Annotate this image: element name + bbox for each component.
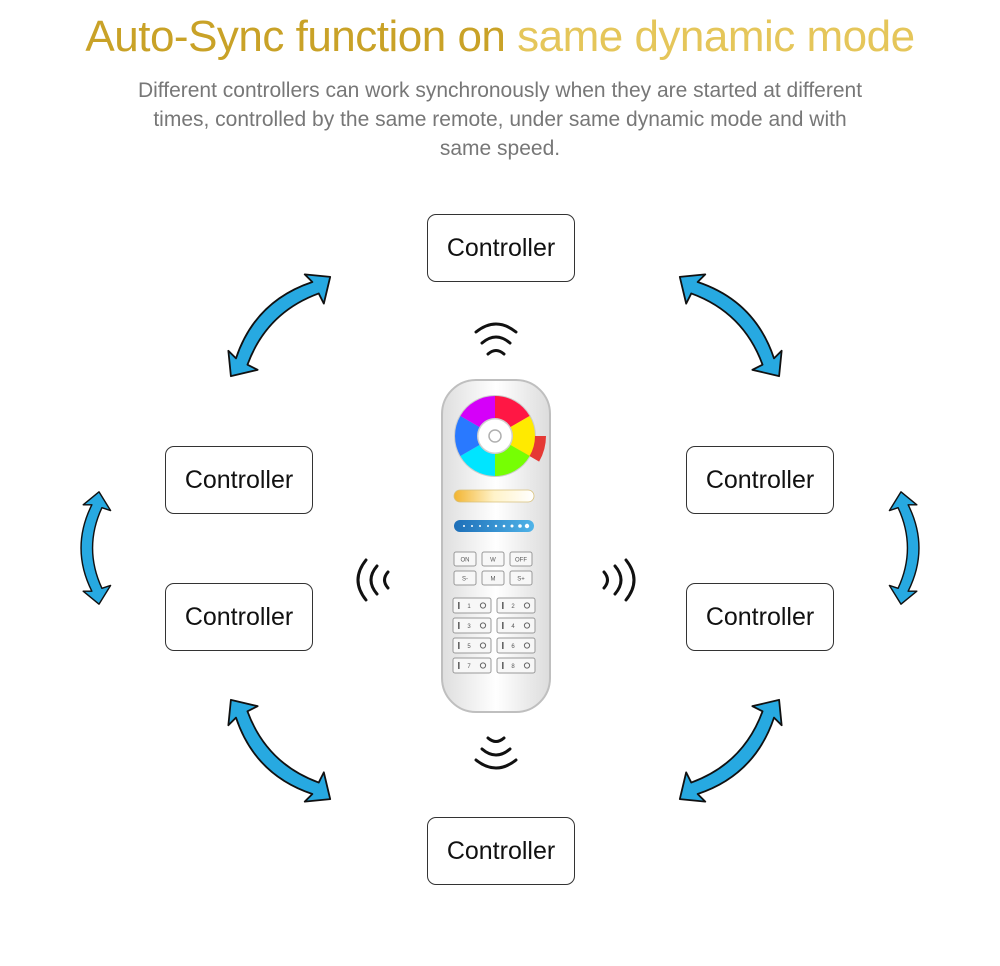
controller-bottom: Controller [427, 817, 575, 885]
controller-right-upper: Controller [686, 446, 834, 514]
svg-text:S+: S+ [517, 577, 525, 583]
double-arrow-icon [214, 260, 342, 388]
svg-text:OFF: OFF [515, 558, 527, 564]
svg-text:1: 1 [467, 604, 471, 610]
svg-text:2: 2 [511, 604, 515, 610]
controller-left-upper: Controller [165, 446, 313, 514]
double-arrow-icon [80, 491, 112, 605]
svg-text:8: 8 [511, 664, 515, 670]
page-title: Auto-Sync function on same dynamic mode [0, 12, 1000, 62]
button-grid [452, 551, 536, 674]
double-arrow-icon [668, 688, 796, 816]
svg-text:6: 6 [511, 644, 515, 650]
subtitle: Different controllers can work synchrono… [137, 79, 863, 160]
wifi-signal-icon [474, 736, 518, 770]
svg-text:4: 4 [511, 624, 515, 630]
svg-text:W: W [490, 558, 496, 564]
svg-text:5: 5 [467, 644, 471, 650]
color-wheel [444, 385, 546, 487]
svg-text:ON: ON [461, 558, 470, 564]
controller-left-lower: Controller [165, 583, 313, 651]
double-arrow-icon [668, 260, 796, 388]
wifi-signal-icon [474, 322, 518, 356]
title-part-2: same dynamic mode [517, 12, 915, 61]
title-part-1: Auto-Sync function on [85, 12, 506, 61]
wifi-signal-icon [356, 558, 390, 602]
double-arrow-icon [214, 688, 342, 816]
wifi-signal-icon [602, 558, 636, 602]
double-arrow-icon [888, 491, 920, 605]
svg-text:M: M [491, 577, 496, 583]
svg-text:S-: S- [462, 577, 468, 583]
svg-text:3: 3 [467, 624, 471, 630]
remote-control: ON W OFF S- M S+ 1 2 3 4 5 6 7 8 [440, 378, 552, 714]
controller-right-lower: Controller [686, 583, 834, 651]
controller-top: Controller [427, 214, 575, 282]
svg-text:7: 7 [467, 664, 471, 670]
